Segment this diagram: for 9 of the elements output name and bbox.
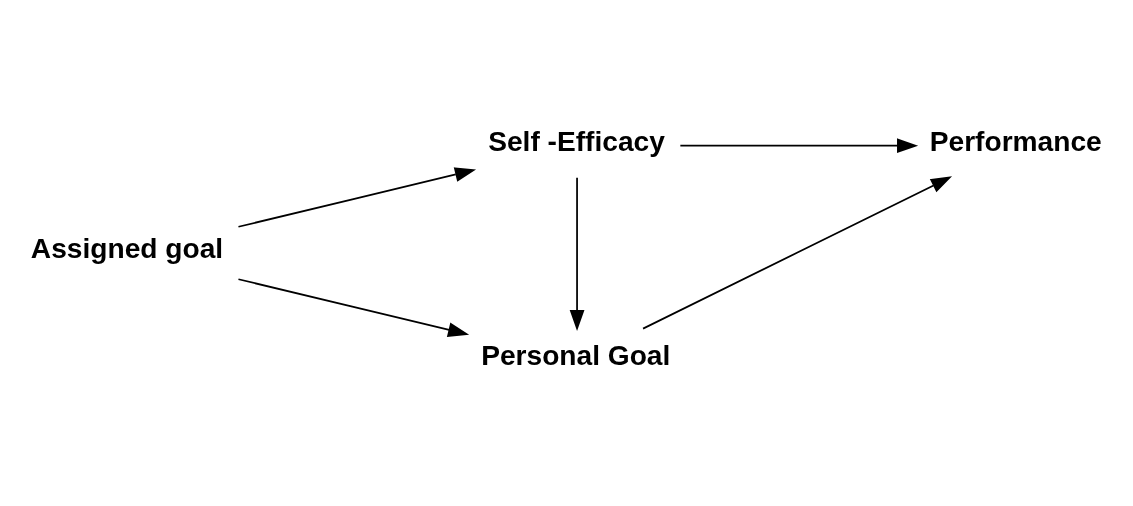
arrow <box>237 278 470 337</box>
node-text: Personal Goal <box>481 340 671 372</box>
node-text: Self -Efficacy <box>488 125 665 157</box>
node-text: Assigned goal <box>30 232 224 264</box>
arrow <box>642 176 953 330</box>
arrow <box>679 138 919 154</box>
node-text: Performance <box>929 125 1102 157</box>
arrow <box>569 176 585 332</box>
arrow <box>237 167 477 228</box>
